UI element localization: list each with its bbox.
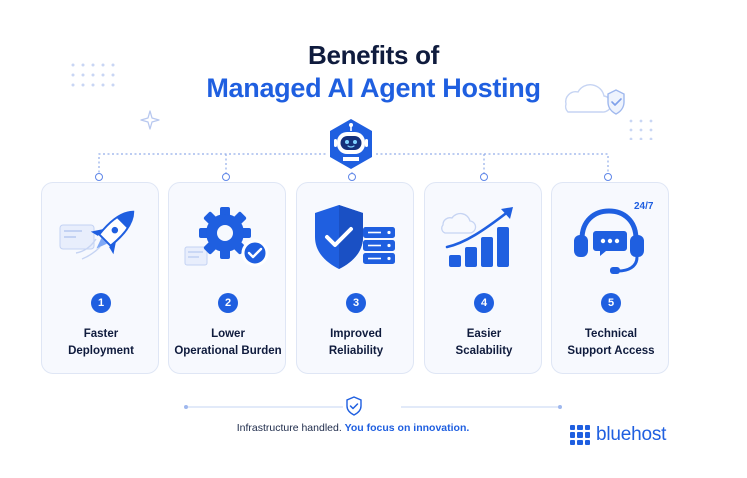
sparkle-icon — [140, 110, 160, 130]
connector-dot — [95, 173, 103, 181]
benefit-number: 5 — [601, 293, 621, 313]
benefit-card-easier-scalability: 4 Easier Scalability — [424, 182, 542, 374]
benefit-card-lower-operational-burden: 2 Lower Operational Burden — [168, 182, 286, 374]
benefit-card-technical-support-access: 24/7 5 Technical Support Access — [551, 182, 669, 374]
rocket-icon — [59, 210, 135, 260]
shield-server-icon — [315, 205, 395, 269]
dot-grid-decoration-right — [629, 119, 653, 140]
benefit-label: Improved Reliability — [328, 328, 384, 357]
benefit-label: Easier Scalability — [455, 328, 513, 357]
headset-icon — [574, 208, 644, 274]
page-title-line2: Managed AI Agent Hosting — [206, 73, 541, 103]
robot-icon — [330, 119, 372, 169]
benefit-label: Technical Support Access — [567, 328, 655, 357]
footer-divider — [184, 405, 562, 409]
brand-name: bluehost — [596, 424, 667, 445]
benefit-number: 4 — [474, 293, 494, 313]
connector-dot — [480, 173, 488, 181]
benefit-label: Faster Deployment — [68, 328, 134, 357]
shield-check-icon — [346, 396, 362, 416]
growth-chart-icon — [441, 207, 513, 267]
benefit-card-faster-deployment: 1 Faster Deployment — [41, 182, 159, 374]
benefit-card-improved-reliability: 3 Improved Reliability — [296, 182, 414, 374]
benefit-number: 3 — [346, 293, 366, 313]
connector-dot — [222, 173, 230, 181]
dot-grid-decoration — [71, 63, 115, 87]
support-24-7-badge: 24/7 — [634, 201, 654, 212]
bluehost-logo: bluehost — [570, 424, 666, 446]
benefit-label: Lower Operational Burden — [174, 328, 282, 357]
benefit-number: 2 — [218, 293, 238, 313]
connector-dot — [604, 173, 612, 181]
footer-tagline: Infrastructure handled. You focus on inn… — [236, 422, 470, 434]
gear-check-icon — [184, 207, 269, 267]
page-title-line1: Benefits of — [307, 40, 440, 70]
bluehost-grid-icon — [570, 425, 590, 445]
connector-dot — [348, 173, 356, 181]
cloud-shield-icon — [564, 84, 625, 115]
benefit-number: 1 — [91, 293, 111, 313]
